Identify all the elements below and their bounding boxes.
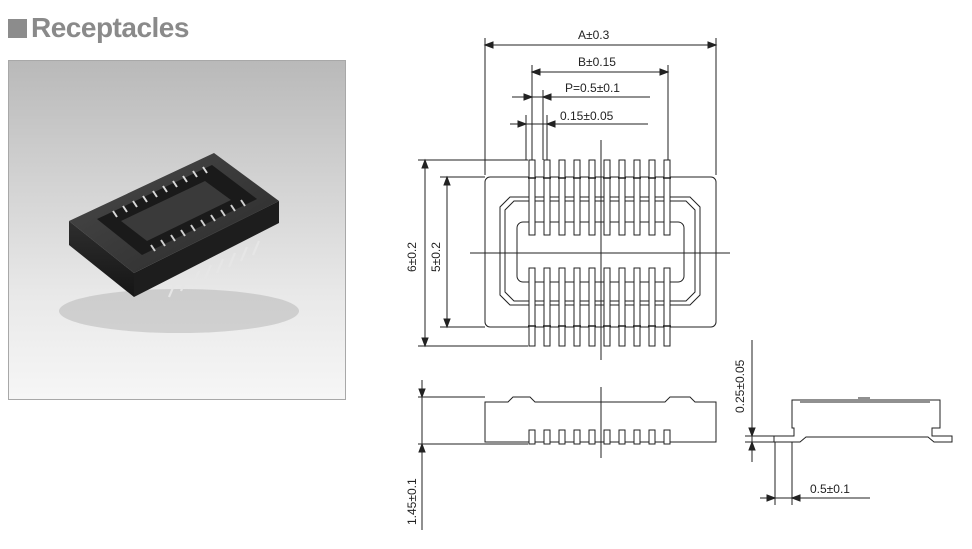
dim-side-offset-line — [745, 340, 774, 462]
product-photo — [8, 60, 346, 400]
dim-b-label: B±0.15 — [578, 55, 616, 69]
dim-a-line — [483, 41, 718, 49]
dim-height-outer-line — [421, 158, 429, 348]
dim-b-line — [530, 68, 670, 76]
dim-p-label: P=0.5±0.1 — [565, 81, 620, 95]
dim-pin-width-label: 0.15±0.05 — [560, 109, 614, 123]
dim-lead-length-label: 0.5±0.1 — [810, 482, 850, 496]
front-view — [484, 387, 717, 458]
dim-pin-width-line — [510, 120, 648, 128]
dim-thickness-line — [418, 380, 426, 530]
connector-photo-illustration — [59, 153, 299, 333]
dim-lead-length-line — [760, 442, 870, 505]
dim-height-inner-label: 5±0.2 — [429, 242, 443, 272]
heading-square-icon — [8, 18, 27, 38]
top-view-pins — [528, 159, 671, 347]
top-view — [470, 140, 730, 360]
dim-side-offset-label: 0.25±0.05 — [733, 359, 747, 413]
heading-title: Receptacles — [31, 12, 189, 43]
dim-height-inner-line — [443, 175, 451, 329]
section-heading: Receptacles — [8, 8, 189, 48]
front-view-pins — [528, 429, 671, 445]
dim-height-outer-label: 6±0.2 — [405, 242, 419, 272]
dim-p-line — [512, 93, 650, 101]
end-view — [773, 397, 953, 443]
dim-thickness-label: 1.45±0.1 — [405, 478, 419, 525]
dim-a-label: A±0.3 — [578, 28, 610, 42]
